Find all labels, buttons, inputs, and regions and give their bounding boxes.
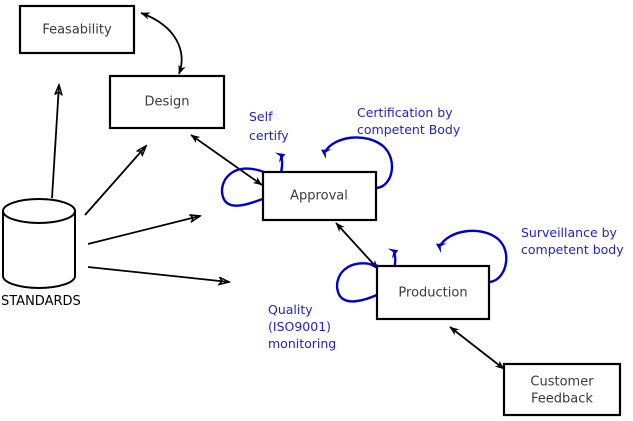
node-feasability-label: Feasability	[42, 23, 112, 38]
node-feasability[interactable]: Feasability	[18, 4, 136, 55]
loop-surveillance	[435, 229, 508, 284]
node-production-label: Production	[398, 286, 467, 301]
annotation-quality-monitoring: Quality (ISO9001) monitoring	[268, 302, 336, 351]
annotation-quality-monitoring-line3: monitoring	[268, 336, 336, 351]
annotation-surveillance: Surveillance by competent body	[521, 225, 624, 257]
annotation-certification: Certification by competent Body	[357, 105, 461, 137]
node-approval-box	[261, 170, 378, 222]
cylinder-body	[2, 210, 76, 289]
connector-production-customer-feedback	[449, 326, 505, 370]
loop-certification	[320, 136, 394, 190]
node-standards-label: STANDARDS	[1, 294, 81, 309]
cylinder-top	[2, 198, 76, 224]
connector-standards-production	[87, 266, 229, 282]
node-standards[interactable]: STANDARDS	[1, 198, 81, 309]
node-approval[interactable]: Approval	[261, 170, 378, 222]
connector-feasability-design	[140, 12, 186, 75]
connector-standards-approval	[87, 216, 200, 245]
node-production-box	[375, 264, 491, 321]
node-design-box	[108, 74, 226, 130]
annotation-quality-monitoring-line2: (ISO9001)	[268, 319, 331, 334]
node-customer-feedback-label-line1: Customer	[530, 375, 594, 390]
connector-standards-feasability	[51, 85, 59, 199]
node-design-label: Design	[145, 95, 190, 110]
node-production[interactable]: Production	[375, 264, 491, 321]
annotation-self-certify: Self certify	[249, 109, 289, 143]
node-design[interactable]: Design	[108, 74, 226, 130]
node-approval-label: Approval	[290, 189, 348, 204]
connector-standards-design	[84, 146, 146, 216]
node-customer-feedback-box	[502, 362, 622, 417]
annotation-surveillance-line1: Surveillance by	[521, 225, 618, 240]
node-customer-feedback-label-line2: Feedback	[531, 392, 593, 407]
annotation-quality-monitoring-line1: Quality	[268, 302, 313, 317]
connector-design-approval	[190, 134, 263, 186]
annotation-self-certify-line2: certify	[249, 128, 289, 143]
annotation-certification-line2: competent Body	[357, 122, 461, 137]
annotation-surveillance-line2: competent body	[521, 242, 624, 257]
node-customer-feedback[interactable]: Customer Feedback	[502, 362, 622, 417]
connector-approval-production	[335, 222, 379, 270]
annotation-self-certify-line1: Self	[249, 109, 273, 124]
node-feasability-box	[18, 4, 136, 55]
annotation-certification-line1: Certification by	[357, 105, 453, 120]
